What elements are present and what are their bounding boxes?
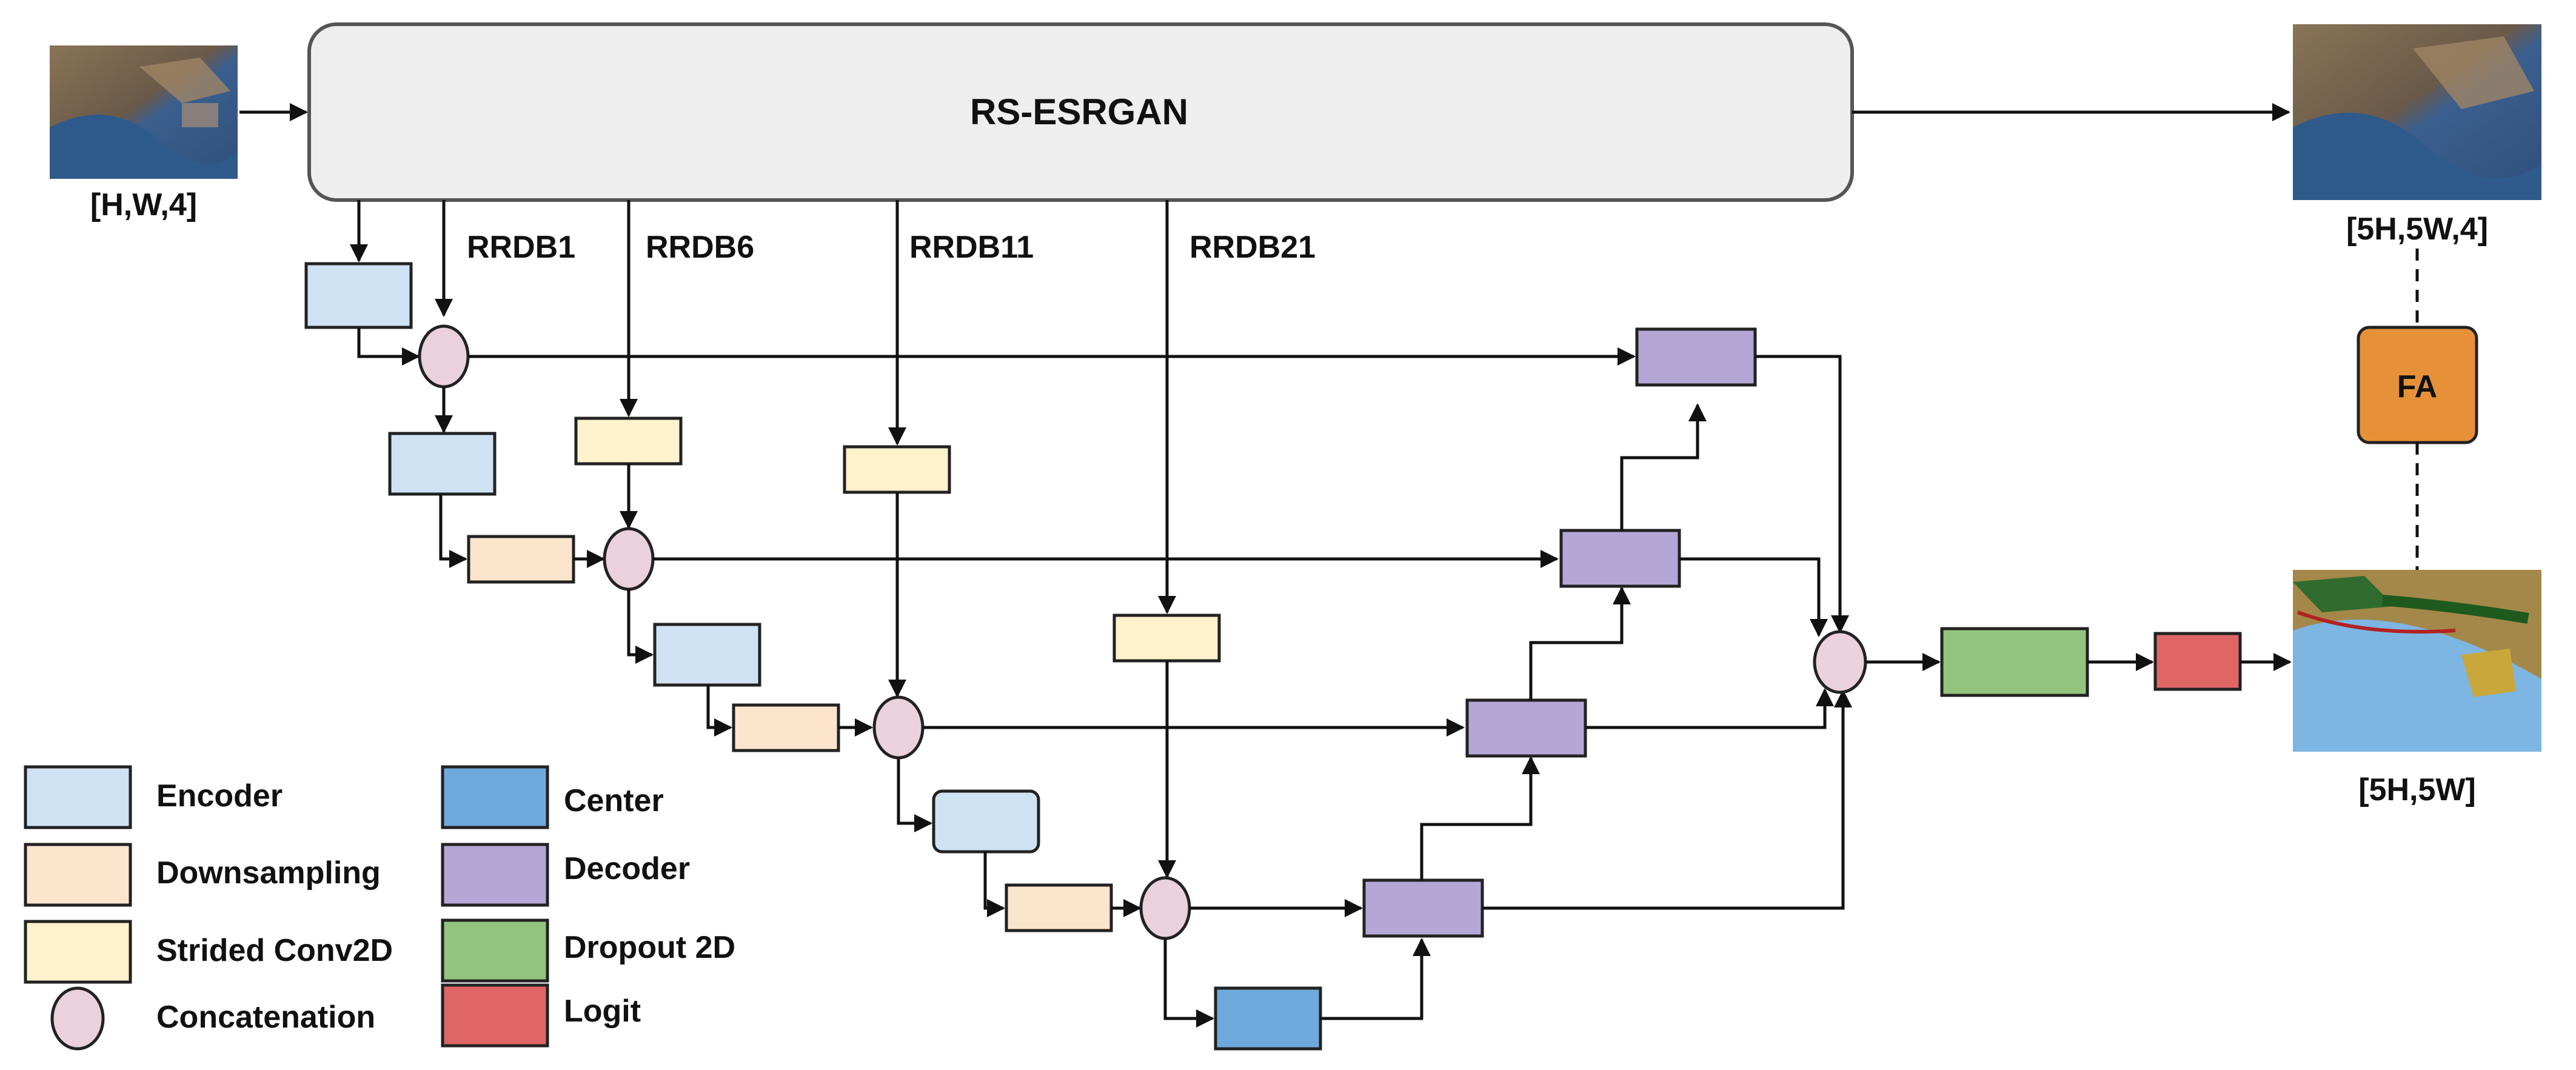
decoder-block-3 bbox=[1465, 698, 1587, 758]
rs-esrgan-title: RS-ESRGAN bbox=[970, 92, 1188, 132]
encoder-block-1 bbox=[304, 262, 413, 329]
concat-node-4 bbox=[1139, 876, 1191, 940]
seg-output-image bbox=[2293, 570, 2541, 752]
legend-label-concatenation: Concatenation bbox=[156, 1000, 375, 1035]
encoder-block-3 bbox=[653, 623, 761, 687]
fa-label: FA bbox=[2397, 369, 2437, 404]
concat-node-3 bbox=[872, 695, 925, 760]
legend-swatch-concatenation bbox=[50, 986, 105, 1051]
dropout-2d-block bbox=[1940, 627, 2089, 697]
concat-node-final bbox=[1813, 630, 1867, 694]
strided-conv-block-1 bbox=[574, 416, 683, 466]
input-shape-label: [H,W,4] bbox=[90, 187, 197, 222]
legend: Encoder Downsampling Strided Conv2D Conc… bbox=[24, 765, 735, 1051]
rrdb1-label: RRDB1 bbox=[467, 230, 575, 265]
legend-label-strided-conv: Strided Conv2D bbox=[156, 933, 393, 968]
rrdb21-label: RRDB21 bbox=[1189, 230, 1316, 265]
legend-swatch-dropout bbox=[441, 918, 549, 983]
logit-block bbox=[2153, 632, 2242, 691]
legend-swatch-encoder bbox=[24, 765, 132, 829]
sr-output-shape-label: [5H,5W,4] bbox=[2346, 212, 2488, 247]
downsampling-block-3 bbox=[1005, 883, 1113, 932]
legend-swatch-center bbox=[441, 765, 549, 829]
decoder-block-4 bbox=[1362, 878, 1484, 938]
legend-swatch-logit bbox=[441, 983, 549, 1048]
downsampling-block-2 bbox=[732, 703, 840, 752]
decoder-block-2 bbox=[1559, 529, 1681, 588]
downsampling-block-1 bbox=[467, 535, 575, 584]
strided-conv-block-2 bbox=[843, 445, 951, 494]
sr-output-image bbox=[2293, 24, 2541, 200]
center-block bbox=[1214, 986, 1322, 1051]
input-image bbox=[50, 45, 238, 179]
rrdb6-label: RRDB6 bbox=[646, 230, 754, 265]
legend-swatch-decoder bbox=[441, 843, 549, 907]
legend-label-dropout: Dropout 2D bbox=[564, 930, 735, 965]
decoder-block-1 bbox=[1635, 327, 1757, 387]
legend-label-encoder: Encoder bbox=[156, 778, 283, 814]
encoder-block-4 bbox=[932, 789, 1040, 854]
strided-conv-block-3 bbox=[1112, 614, 1221, 663]
legend-label-downsampling: Downsampling bbox=[156, 855, 381, 891]
encoder-block-2 bbox=[388, 432, 497, 496]
rrdb11-label: RRDB11 bbox=[909, 230, 1034, 265]
legend-swatch-strided-conv bbox=[24, 920, 132, 984]
legend-swatch-downsampling bbox=[24, 843, 132, 907]
concat-node-1 bbox=[418, 324, 470, 389]
legend-label-logit: Logit bbox=[564, 994, 641, 1029]
legend-label-decoder: Decoder bbox=[564, 851, 690, 886]
concat-node-2 bbox=[603, 527, 655, 591]
seg-output-shape-label: [5H,5W] bbox=[2358, 772, 2476, 808]
legend-label-center: Center bbox=[564, 783, 664, 818]
